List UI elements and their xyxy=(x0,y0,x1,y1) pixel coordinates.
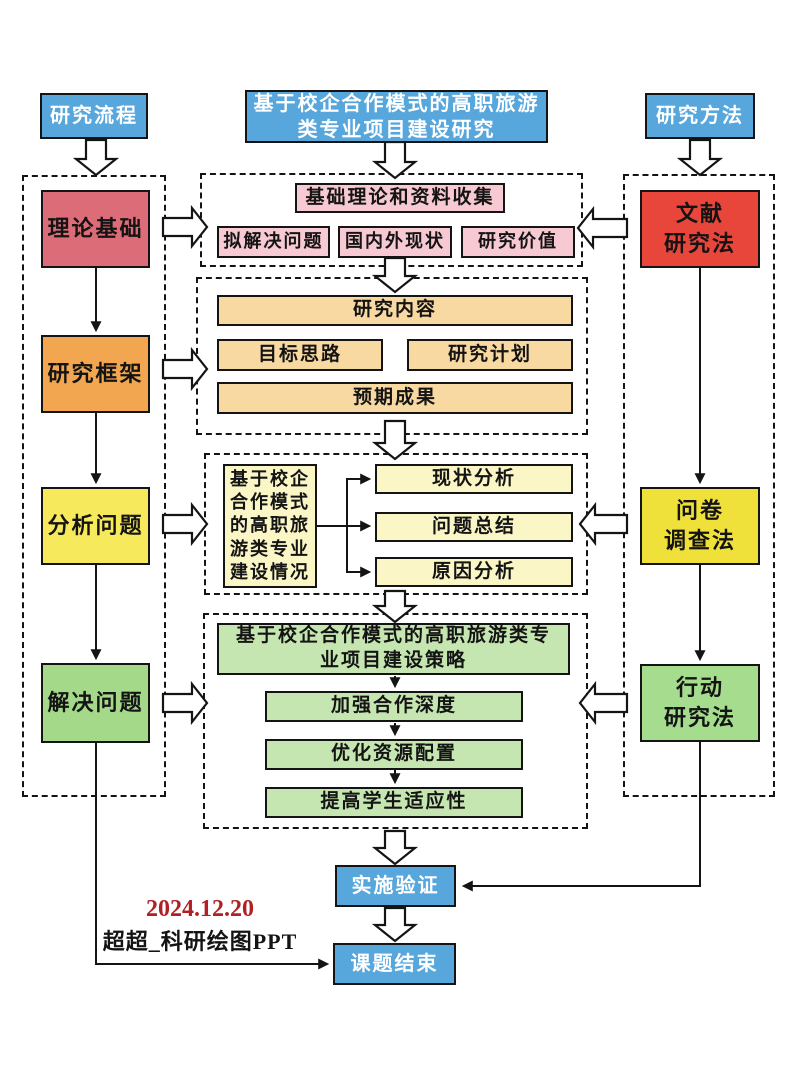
foundation-header: 基础理论和资料收集 xyxy=(295,183,505,213)
analysis-target-summary: 问题总结 xyxy=(375,512,573,542)
method-action-line1: 行动 xyxy=(675,675,724,701)
main-title: 基于校企合作模式的高职旅游 类专业项目建设研究 xyxy=(245,90,548,143)
flow-step-framework: 研究框架 xyxy=(41,335,150,413)
solution-strategy-line2: 业项目建设策略 xyxy=(319,650,467,671)
analysis-target-cause: 原因分析 xyxy=(375,557,573,587)
solution-step-adaptability: 提高学生适应性 xyxy=(265,787,523,818)
credit-label: 超超_科研绘图PPT xyxy=(102,929,298,954)
framework-goal: 目标思路 xyxy=(217,339,383,371)
block-arrow-down-icon xyxy=(371,829,419,866)
main-title-line2: 类专业项目建设研究 xyxy=(297,118,496,141)
block-arrow-down-icon xyxy=(72,138,120,177)
foundation-item-problems: 拟解决问题 xyxy=(217,226,330,258)
solution-step-resources: 优化资源配置 xyxy=(265,739,523,770)
framework-outcome: 预期成果 xyxy=(217,382,573,414)
block-arrow-right-icon xyxy=(161,501,209,547)
flow-step-theory: 理论基础 xyxy=(41,190,150,268)
block-arrow-down-icon xyxy=(371,906,419,943)
flow-step-solve: 解决问题 xyxy=(41,663,150,743)
flow-badge: 研究流程 xyxy=(40,93,148,139)
foundation-item-value: 研究价值 xyxy=(461,226,575,258)
analysis-source-line: 游类专业 xyxy=(230,538,310,559)
method-questionnaire-line2: 调查法 xyxy=(663,528,736,553)
method-badge: 研究方法 xyxy=(645,93,755,139)
foundation-item-status: 国内外现状 xyxy=(338,226,452,258)
block-arrow-right-icon xyxy=(161,680,209,726)
analysis-source-line: 的高职旅 xyxy=(230,515,310,536)
analysis-source: 基于校企 合作模式 的高职旅 游类专业 建设情况 xyxy=(223,464,317,588)
solution-strategy-line1: 基于校企合作模式的高职旅游类专 xyxy=(235,625,551,647)
method-questionnaire: 问卷 调查法 xyxy=(640,487,760,565)
main-title-line1: 基于校企合作模式的高职旅游 xyxy=(253,92,540,115)
framework-plan: 研究计划 xyxy=(407,339,573,371)
date-label: 2024.12.20 xyxy=(146,896,254,922)
method-action-line2: 研究法 xyxy=(663,705,736,730)
analysis-target-status: 现状分析 xyxy=(375,464,573,494)
method-action: 行动 研究法 xyxy=(640,664,760,742)
method-literature-line1: 文献 xyxy=(675,201,724,227)
finish-step: 课题结束 xyxy=(333,943,456,985)
solution-strategy: 基于校企合作模式的高职旅游类专 业项目建设策略 xyxy=(217,623,570,675)
analysis-source-line: 建设情况 xyxy=(230,562,310,583)
flow-step-analyze: 分析问题 xyxy=(41,487,150,565)
verify-step: 实施验证 xyxy=(335,865,456,907)
analysis-source-line: 基于校企 xyxy=(230,468,310,489)
block-arrow-left-icon xyxy=(576,205,629,251)
method-literature: 文献 研究法 xyxy=(640,190,760,268)
block-arrow-down-icon xyxy=(676,138,724,177)
method-literature-line2: 研究法 xyxy=(663,231,736,256)
analysis-source-line: 合作模式 xyxy=(230,491,310,512)
method-questionnaire-line1: 问卷 xyxy=(675,498,724,524)
framework-content: 研究内容 xyxy=(217,295,573,326)
solution-step-cooperation: 加强合作深度 xyxy=(265,691,523,722)
